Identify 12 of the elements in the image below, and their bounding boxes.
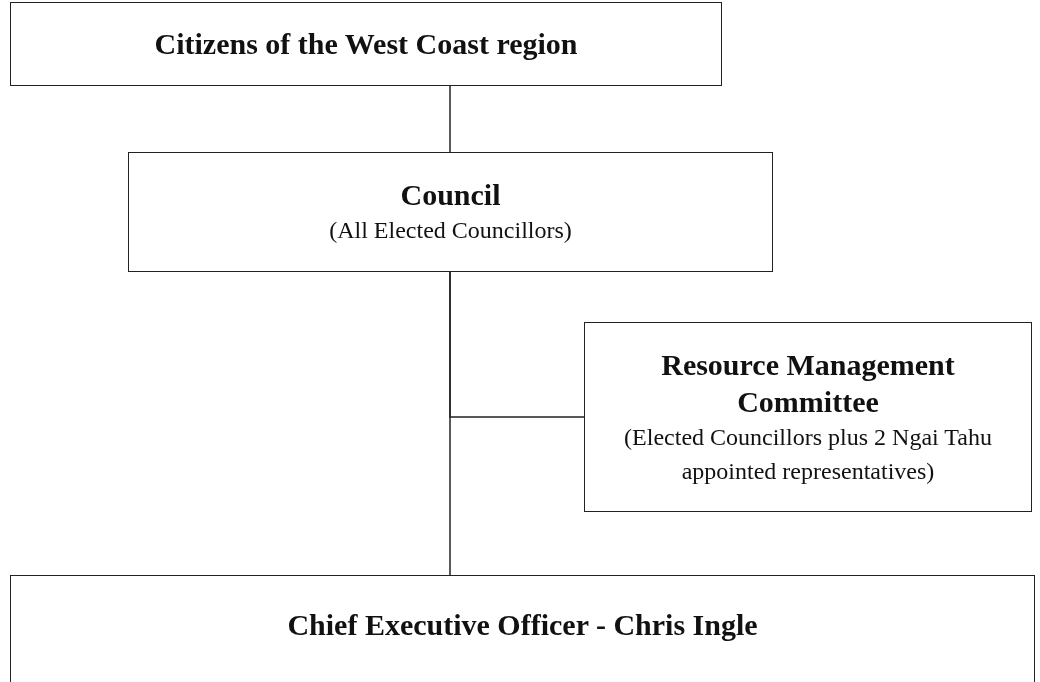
heading-box xyxy=(10,2,722,86)
box-title: Citizens of the West Coast region xyxy=(154,26,578,63)
ceo-box xyxy=(10,575,1035,682)
connector-line xyxy=(449,271,451,576)
box-title: Council xyxy=(400,177,501,214)
box-title: Resource Management Committee xyxy=(660,346,956,421)
box-subtitle: (All Elected Councillors) xyxy=(329,215,572,245)
council-box xyxy=(128,152,773,272)
connector-line xyxy=(449,85,451,153)
box-title: Chief Executive Officer - Chris Ingle xyxy=(287,607,758,644)
committee-box xyxy=(584,322,1032,512)
box-subtitle: (Elected Councillors plus 2 Ngai Tahu appointed representatives) xyxy=(623,422,993,486)
